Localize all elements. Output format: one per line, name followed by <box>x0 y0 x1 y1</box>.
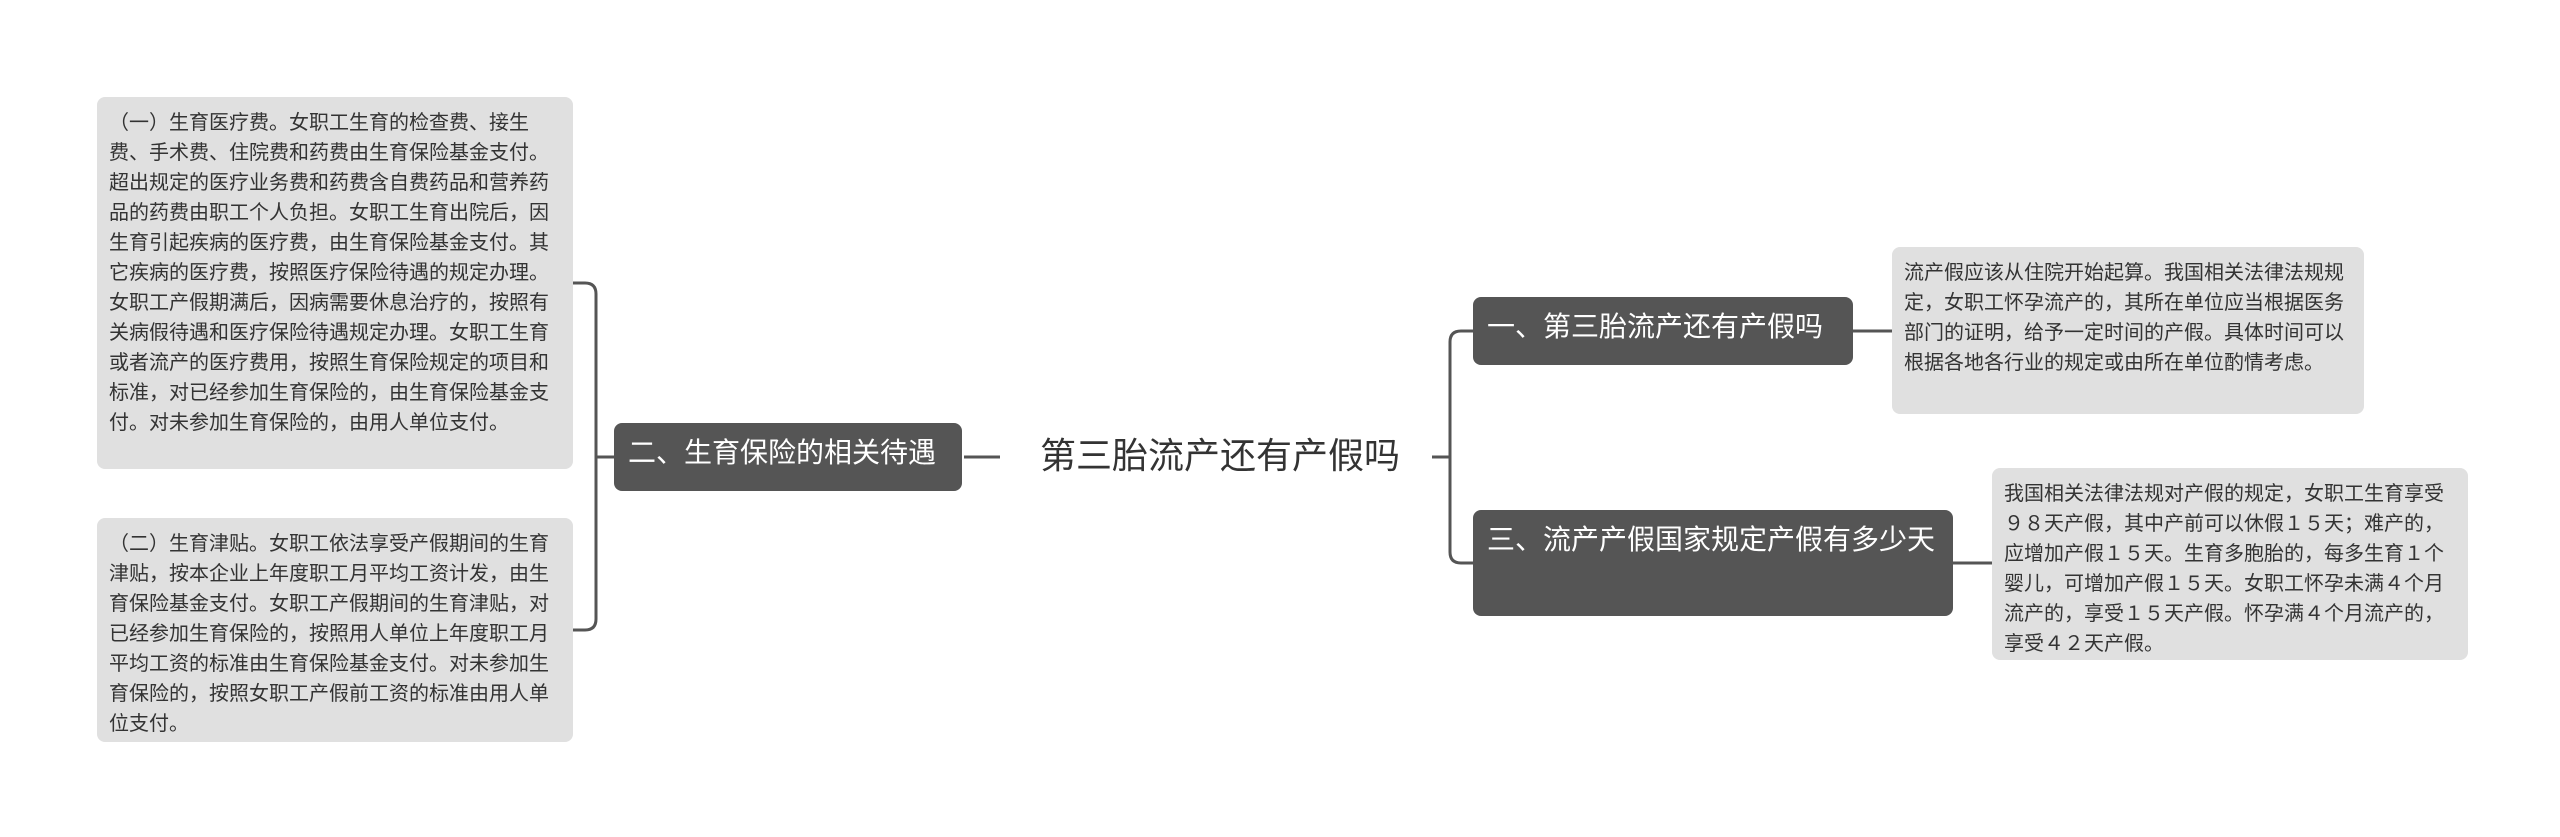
connector-b2-leaves <box>573 281 614 632</box>
branch-node-3[interactable]: 三、流产产假国家规定产假有多少天 <box>1473 510 1953 616</box>
branch-node-1[interactable]: 一、第三胎流产还有产假吗 <box>1473 297 1853 365</box>
leaf-national-leave-days[interactable]: 我国相关法律法规对产假的规定，女职工生育享受９８天产假，其中产前可以休假１５天；… <box>1992 468 2468 660</box>
leaf-maternity-medical-cost[interactable]: （一）生育医疗费。女职工生育的检查费、接生费、手术费、住院费和药费由生育保险基金… <box>97 97 573 469</box>
leaf-maternity-allowance[interactable]: （二）生育津贴。女职工依法享受产假期间的生育津贴，按本企业上年度职工月平均工资计… <box>97 518 573 742</box>
leaf-miscarriage-leave-start[interactable]: 流产假应该从住院开始起算。我国相关法律法规规定，女职工怀孕流产的，其所在单位应当… <box>1892 247 2364 414</box>
branch-node-2[interactable]: 二、生育保险的相关待遇 <box>614 423 962 491</box>
connector-root-right <box>1432 329 1473 565</box>
root-topic[interactable]: 第三胎流产还有产假吗 <box>1039 436 1400 477</box>
